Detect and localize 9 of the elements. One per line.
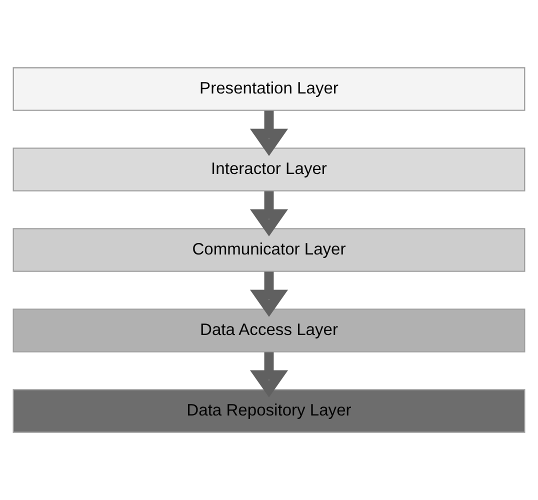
arrow xyxy=(250,272,288,317)
node-box: Data Repository Layer xyxy=(12,389,526,433)
arrow xyxy=(250,191,288,236)
arrow xyxy=(250,352,288,398)
arrow xyxy=(250,110,288,156)
node-box: Data Access Layer xyxy=(12,308,526,352)
node-box: Communicator Layer xyxy=(12,228,526,272)
node-box: Presentation Layer xyxy=(12,67,526,111)
node-box: Interactor Layer xyxy=(12,148,526,192)
